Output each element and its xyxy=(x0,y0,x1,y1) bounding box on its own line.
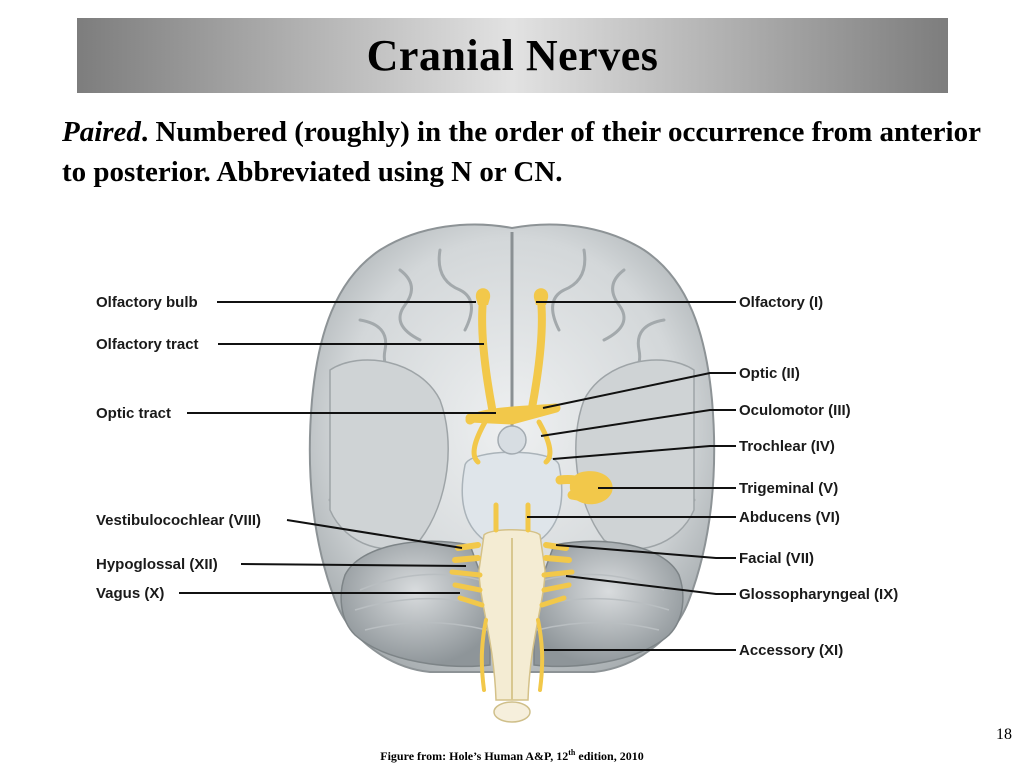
label-vestibulocochlear: Vestibulocochlear (VIII) xyxy=(96,512,261,529)
label-trochlear-iv: Trochlear (IV) xyxy=(739,438,835,455)
optic-chiasm xyxy=(465,403,561,425)
leader-trochlear-iv xyxy=(552,445,736,460)
credit-text: Figure from: Hole’s Human A&P, 12 xyxy=(380,749,569,763)
cerebellum-folia xyxy=(354,573,670,631)
leader-oculomotor-iii xyxy=(540,409,736,437)
label-olfactory-tract: Olfactory tract xyxy=(96,336,199,353)
leader-optic-ii xyxy=(542,372,736,409)
leader-facial-vii xyxy=(555,544,736,559)
label-trigeminal-v: Trigeminal (V) xyxy=(739,480,838,497)
credit-superscript: th xyxy=(568,748,576,757)
olfactory-tract-right xyxy=(528,296,546,412)
mammillary-body xyxy=(497,425,527,455)
label-olfactory-bulb: Olfactory bulb xyxy=(96,294,198,311)
olfactory-bulb-right xyxy=(533,288,549,305)
olfactory-bulb-left xyxy=(475,288,491,305)
pons xyxy=(461,451,563,541)
slide-title: Cranial Nerves xyxy=(366,31,659,80)
leader-hypoglossal xyxy=(240,563,467,567)
figure-credit: Figure from: Hole’s Human A&P, 12th edit… xyxy=(0,748,1024,764)
brain-illustration xyxy=(308,223,716,723)
optic-tract-left xyxy=(471,419,488,465)
label-olfactory-i: Olfactory (I) xyxy=(739,294,823,311)
facial-vestibulocochlear-right xyxy=(543,542,572,563)
intro-rest: . Numbered (roughly) in the order of the… xyxy=(62,116,981,188)
optic-tract-right xyxy=(536,419,553,465)
labels-right: Olfactory (I) Optic (II) Oculomotor (III… xyxy=(739,294,898,659)
label-accessory-xi: Accessory (XI) xyxy=(739,642,843,659)
label-facial-vii: Facial (VII) xyxy=(739,550,814,567)
label-abducens-vi: Abducens (VI) xyxy=(739,509,840,526)
label-optic-ii: Optic (II) xyxy=(739,365,800,382)
accessory-right xyxy=(536,618,545,692)
leader-lines xyxy=(179,301,736,651)
page-number: 18 xyxy=(996,726,1012,743)
accessory-left xyxy=(479,618,488,692)
label-optic-tract: Optic tract xyxy=(96,405,171,422)
leader-vestibulocochlear xyxy=(286,519,463,549)
label-vagus: Vagus (X) xyxy=(96,585,164,602)
trigeminal-ganglion xyxy=(569,471,613,505)
vagus-glossopharyngeal-left xyxy=(449,569,485,608)
label-glossopharyngeal-ix: Glossopharyngeal (IX) xyxy=(739,586,898,603)
credit-text-end: edition, 2010 xyxy=(575,749,644,763)
label-hypoglossal: Hypoglossal (XII) xyxy=(96,556,218,573)
title-bar: Cranial Nerves xyxy=(77,18,948,93)
spinal-cord-section xyxy=(493,701,531,723)
intro-text: Paired. Numbered (roughly) in the order … xyxy=(62,112,982,192)
olfactory-tract-left xyxy=(478,296,496,412)
labels-left: Olfactory bulb Olfactory tract Optic tra… xyxy=(96,294,261,602)
intro-lead: Paired xyxy=(62,116,141,148)
vagus-glossopharyngeal-right xyxy=(539,569,575,608)
temporal-lobe-left xyxy=(329,359,449,550)
leader-glossopharyngeal-ix xyxy=(565,575,736,595)
label-oculomotor-iii: Oculomotor (III) xyxy=(739,402,851,419)
